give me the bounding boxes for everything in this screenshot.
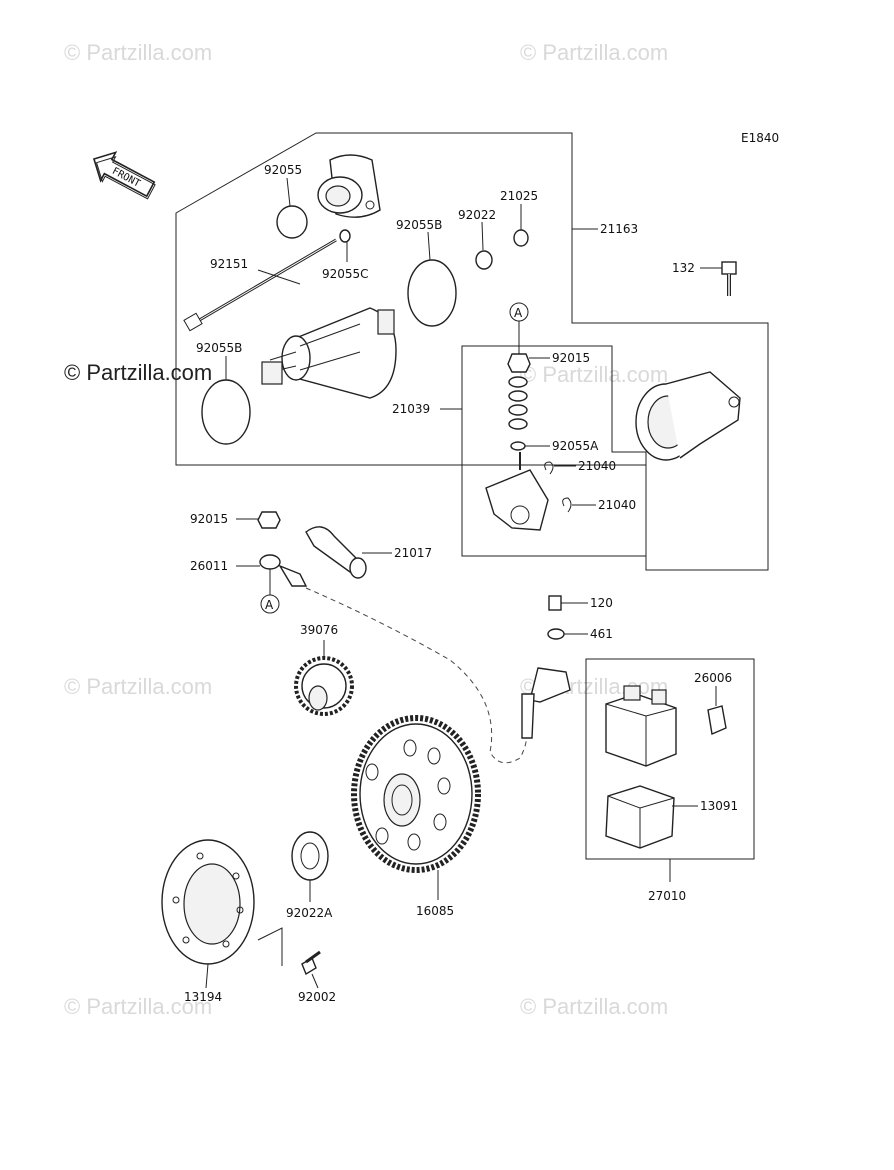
clutch-13194 xyxy=(161,839,255,965)
label-39076: 39076 xyxy=(300,623,338,637)
label-13091: 13091 xyxy=(700,799,738,813)
terminal-boot-21017 xyxy=(305,526,367,579)
label-92055c: 92055C xyxy=(322,267,369,281)
label-92151: 92151 xyxy=(210,257,248,271)
label-26011: 26011 xyxy=(190,559,228,573)
label-461: 461 xyxy=(590,627,613,641)
label-92055: 92055 xyxy=(264,163,302,177)
label-16085: 16085 xyxy=(416,904,454,918)
o-ring-92055c xyxy=(339,229,351,243)
idle-gear-39076 xyxy=(294,656,354,716)
label-92015-top: 92015 xyxy=(552,351,590,365)
starter-rear-cover xyxy=(317,154,381,218)
watermark-mid-right: © Partzilla.com xyxy=(520,362,668,387)
label-21163: 21163 xyxy=(600,222,638,236)
label-21025: 21025 xyxy=(500,189,538,203)
label-26006: 26006 xyxy=(694,671,732,685)
svg-text:A: A xyxy=(514,306,523,320)
label-92015-left: 92015 xyxy=(190,512,228,526)
label-21039: 21039 xyxy=(392,402,430,416)
nut-92015 xyxy=(257,511,281,529)
washer-461 xyxy=(547,628,565,640)
starter-gear-16085 xyxy=(351,715,481,873)
relay-bracket xyxy=(521,667,571,739)
starter-motor-body xyxy=(261,307,397,399)
label-92055b-left: 92055B xyxy=(196,341,242,355)
bolt-92002 xyxy=(257,927,321,976)
label-92022a: 92022A xyxy=(286,906,333,920)
spring-clip-21040-b xyxy=(562,497,572,513)
watermark-top-right: © Partzilla.com xyxy=(520,40,668,65)
starter-cable-26011 xyxy=(259,554,528,764)
label-132: 132 xyxy=(672,261,695,275)
label-21040-b: 21040 xyxy=(598,498,636,512)
o-ring-92055b-top xyxy=(407,259,457,327)
label-13194: 13194 xyxy=(184,990,222,1004)
part-number-labels: 92055 92055C 92151 92055B 92022 21025 21… xyxy=(184,163,738,1004)
long-bolt-92151 xyxy=(183,238,337,332)
brush-holder-box xyxy=(461,345,647,557)
watermark-mid-left: © Partzilla.com xyxy=(64,674,212,699)
diagram-code: E1840 xyxy=(741,131,779,145)
front-arrow-icon: FRONT xyxy=(92,151,156,200)
label-92002: 92002 xyxy=(298,990,336,1004)
label-21017: 21017 xyxy=(394,546,432,560)
brush-holder-plate xyxy=(485,452,549,531)
svg-text:A: A xyxy=(265,598,274,612)
relay-13091 xyxy=(605,785,675,849)
bolt-120 xyxy=(548,595,562,611)
bolt-132 xyxy=(721,261,737,296)
callout-a-bottom: A xyxy=(260,569,280,614)
watermark-main: © Partzilla.com xyxy=(64,360,212,385)
watermark-bottom-left: © Partzilla.com xyxy=(64,994,212,1019)
washer-21025 xyxy=(513,229,529,247)
starter-relay xyxy=(605,685,677,767)
label-92022: 92022 xyxy=(458,208,496,222)
callout-a-top: A xyxy=(509,302,529,354)
starter-assembly-box xyxy=(175,132,769,571)
o-ring-92055 xyxy=(276,205,308,239)
o-ring-92055b-left xyxy=(201,379,251,445)
label-27010: 27010 xyxy=(648,889,686,903)
label-92055b-top: 92055B xyxy=(396,218,442,232)
leader-lines xyxy=(205,177,722,989)
fuse-26006 xyxy=(707,705,727,735)
watermark-top-left: © Partzilla.com xyxy=(64,40,212,65)
washer-92022 xyxy=(475,250,493,270)
label-120: 120 xyxy=(590,596,613,610)
starter-front-cover xyxy=(635,371,741,461)
label-92055a: 92055A xyxy=(552,439,599,453)
spring-clip-21040-a xyxy=(544,461,554,475)
brush-nut-stack xyxy=(507,353,531,451)
watermark-bottom-right: © Partzilla.com xyxy=(520,994,668,1019)
label-21040-a: 21040 xyxy=(578,459,616,473)
washer-92022a xyxy=(291,831,329,881)
